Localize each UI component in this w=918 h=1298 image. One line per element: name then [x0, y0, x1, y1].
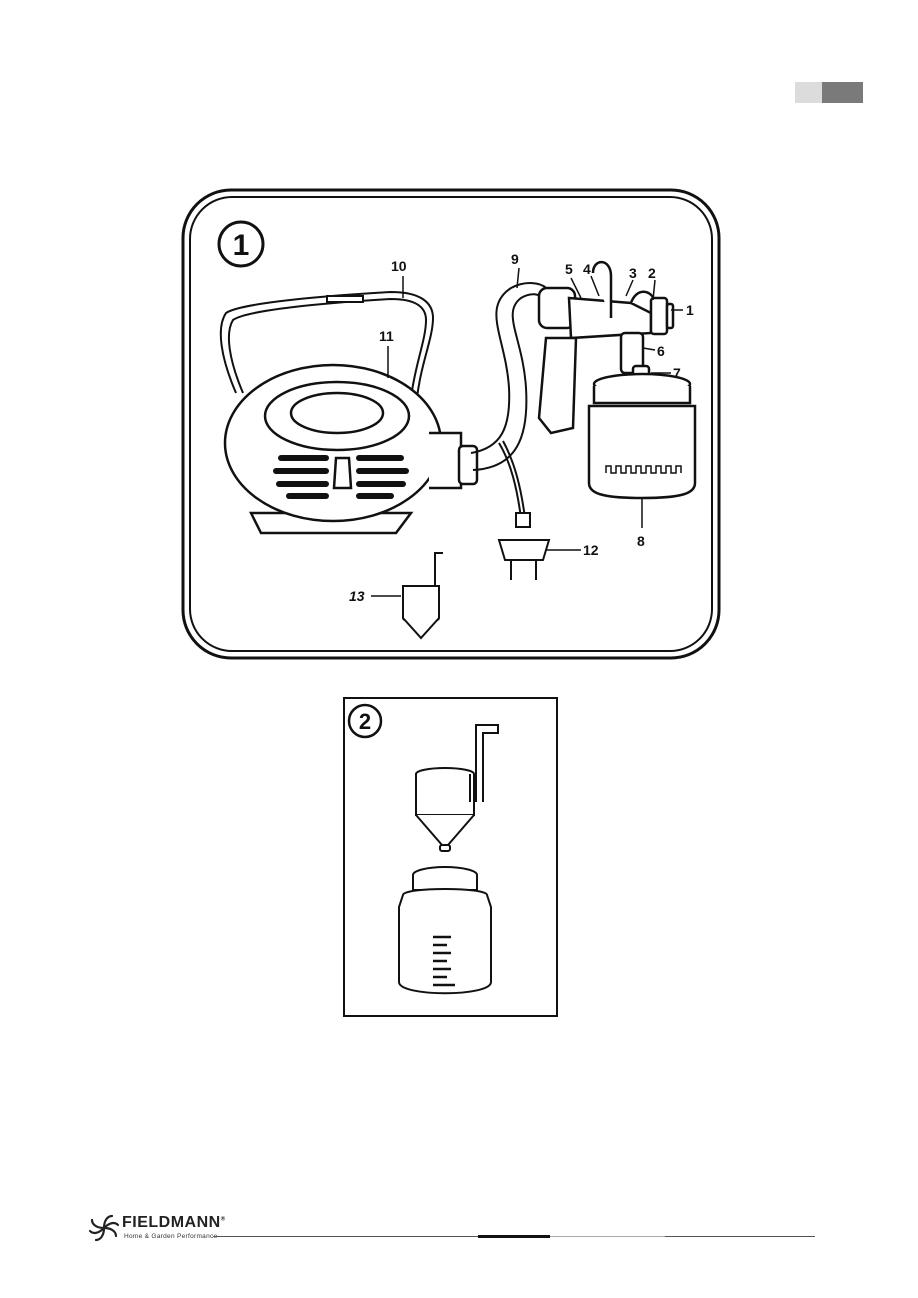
figure-1-number-badge: 1 [219, 222, 263, 266]
callout-11: 11 [379, 328, 394, 344]
power-plug [499, 513, 549, 580]
callout-8: 8 [637, 533, 645, 549]
fieldmann-logo-icon [88, 1212, 120, 1244]
callout-7: 7 [673, 365, 681, 381]
callout-5: 5 [565, 261, 573, 277]
language-tabs [795, 82, 863, 103]
figure-1-number: 1 [233, 229, 250, 262]
callout-2: 2 [648, 265, 656, 281]
callout-13: 13 [349, 588, 365, 604]
callout-6: 6 [657, 343, 665, 359]
figure-2-number: 2 [359, 709, 371, 734]
figure-2-number-badge: 2 [349, 705, 381, 737]
language-tab-active [822, 82, 863, 103]
page-footer: FIELDMANN® Home & Garden Performance [88, 1212, 818, 1252]
footer-rule-segment-bold [478, 1235, 550, 1238]
viscosity-cup [403, 553, 443, 638]
callout-9: 9 [511, 251, 519, 267]
callout-4: 4 [583, 261, 591, 277]
callout-3: 3 [629, 265, 637, 281]
compressor-unit [225, 365, 477, 533]
callout-1: 1 [686, 302, 694, 318]
footer-rule-segment [665, 1236, 815, 1237]
callout-10: 10 [391, 258, 407, 274]
callout-12: 12 [583, 542, 599, 558]
paint-container [399, 867, 491, 993]
footer-rule-segment-light [550, 1236, 665, 1237]
air-hose [471, 283, 546, 518]
brand-tagline: Home & Garden Performance [124, 1233, 217, 1240]
brand-name: FIELDMANN® [122, 1214, 226, 1232]
paint-container [589, 374, 695, 498]
figure-2-viscosity-cup-filling: 2 [343, 697, 558, 1017]
figure-1-spray-gun-overview: 1 [181, 188, 721, 660]
footer-rule-segment [213, 1236, 478, 1237]
language-tab-inactive [795, 82, 822, 103]
